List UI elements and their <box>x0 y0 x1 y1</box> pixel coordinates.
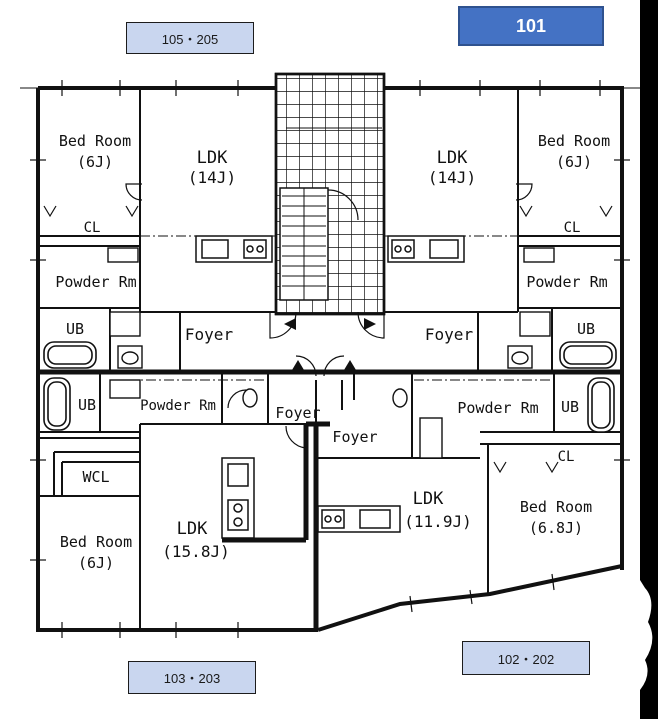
label-cl-left: CL <box>84 220 101 236</box>
label-foyer-br: Foyer <box>332 428 377 446</box>
label-ub-tr: UB <box>577 320 595 338</box>
black-side-band <box>640 0 658 719</box>
label-bed-room-tl: Bed Room <box>59 132 131 150</box>
unit-tag-103-203[interactable]: 103・203 <box>128 661 256 694</box>
room-labels: Bed Room (6J) LDK (14J) LDK (14J) Bed Ro… <box>55 132 610 572</box>
label-powder-room-tr: Powder Rm <box>526 273 607 291</box>
unit-tag-102-202[interactable]: 102・202 <box>462 641 590 675</box>
wall-tick-marks <box>30 80 630 638</box>
label-foyer-tr: Foyer <box>425 325 474 344</box>
label-ldk-tl: LDK <box>197 148 228 168</box>
exterior-walls <box>20 86 640 632</box>
bathtubs <box>43 341 617 433</box>
label-foyer-bl: Foyer <box>275 404 320 422</box>
label-bed-room-tr-size: (6J) <box>556 153 592 171</box>
label-ub-ml: UB <box>78 396 96 414</box>
label-ub-mr: UB <box>561 398 579 416</box>
label-ldk-br: LDK <box>413 489 444 509</box>
unit-tag-101[interactable]: 101 <box>458 6 604 46</box>
label-ldk-tl-size: (14J) <box>188 168 236 187</box>
label-ldk-bl: LDK <box>177 519 208 539</box>
label-ldk-tr: LDK <box>437 148 468 168</box>
label-bed-room-tl-size: (6J) <box>77 153 113 171</box>
label-ldk-tr-size: (14J) <box>428 168 476 187</box>
unit-tag-105-205[interactable]: 105・205 <box>126 22 254 54</box>
label-powder-room-bl: Powder Rm <box>140 398 216 414</box>
label-ldk-bl-size: (15.8J) <box>162 542 229 561</box>
label-cl-right: CL <box>564 220 581 236</box>
central-stair-grid <box>274 72 386 316</box>
entrance-arrow-icons <box>284 318 376 370</box>
label-bed-room-tr: Bed Room <box>538 132 610 150</box>
toilets <box>107 247 555 459</box>
label-bed-room-bl: Bed Room <box>60 533 132 551</box>
label-bed-room-bl-size: (6J) <box>78 554 114 572</box>
label-bed-room-br: Bed Room <box>520 498 592 516</box>
kitchen-counters <box>195 235 465 539</box>
label-bed-room-br-size: (6.8J) <box>529 519 583 537</box>
label-powder-room-tl: Powder Rm <box>55 273 136 291</box>
label-foyer-tl: Foyer <box>185 325 234 344</box>
door-swings <box>43 183 613 474</box>
label-ldk-br-size: (11.9J) <box>404 512 471 531</box>
label-cl-br: CL <box>558 449 575 465</box>
label-ub-tl: UB <box>66 320 84 338</box>
label-wcl: WCL <box>82 468 109 486</box>
label-powder-room-br: Powder Rm <box>457 399 538 417</box>
